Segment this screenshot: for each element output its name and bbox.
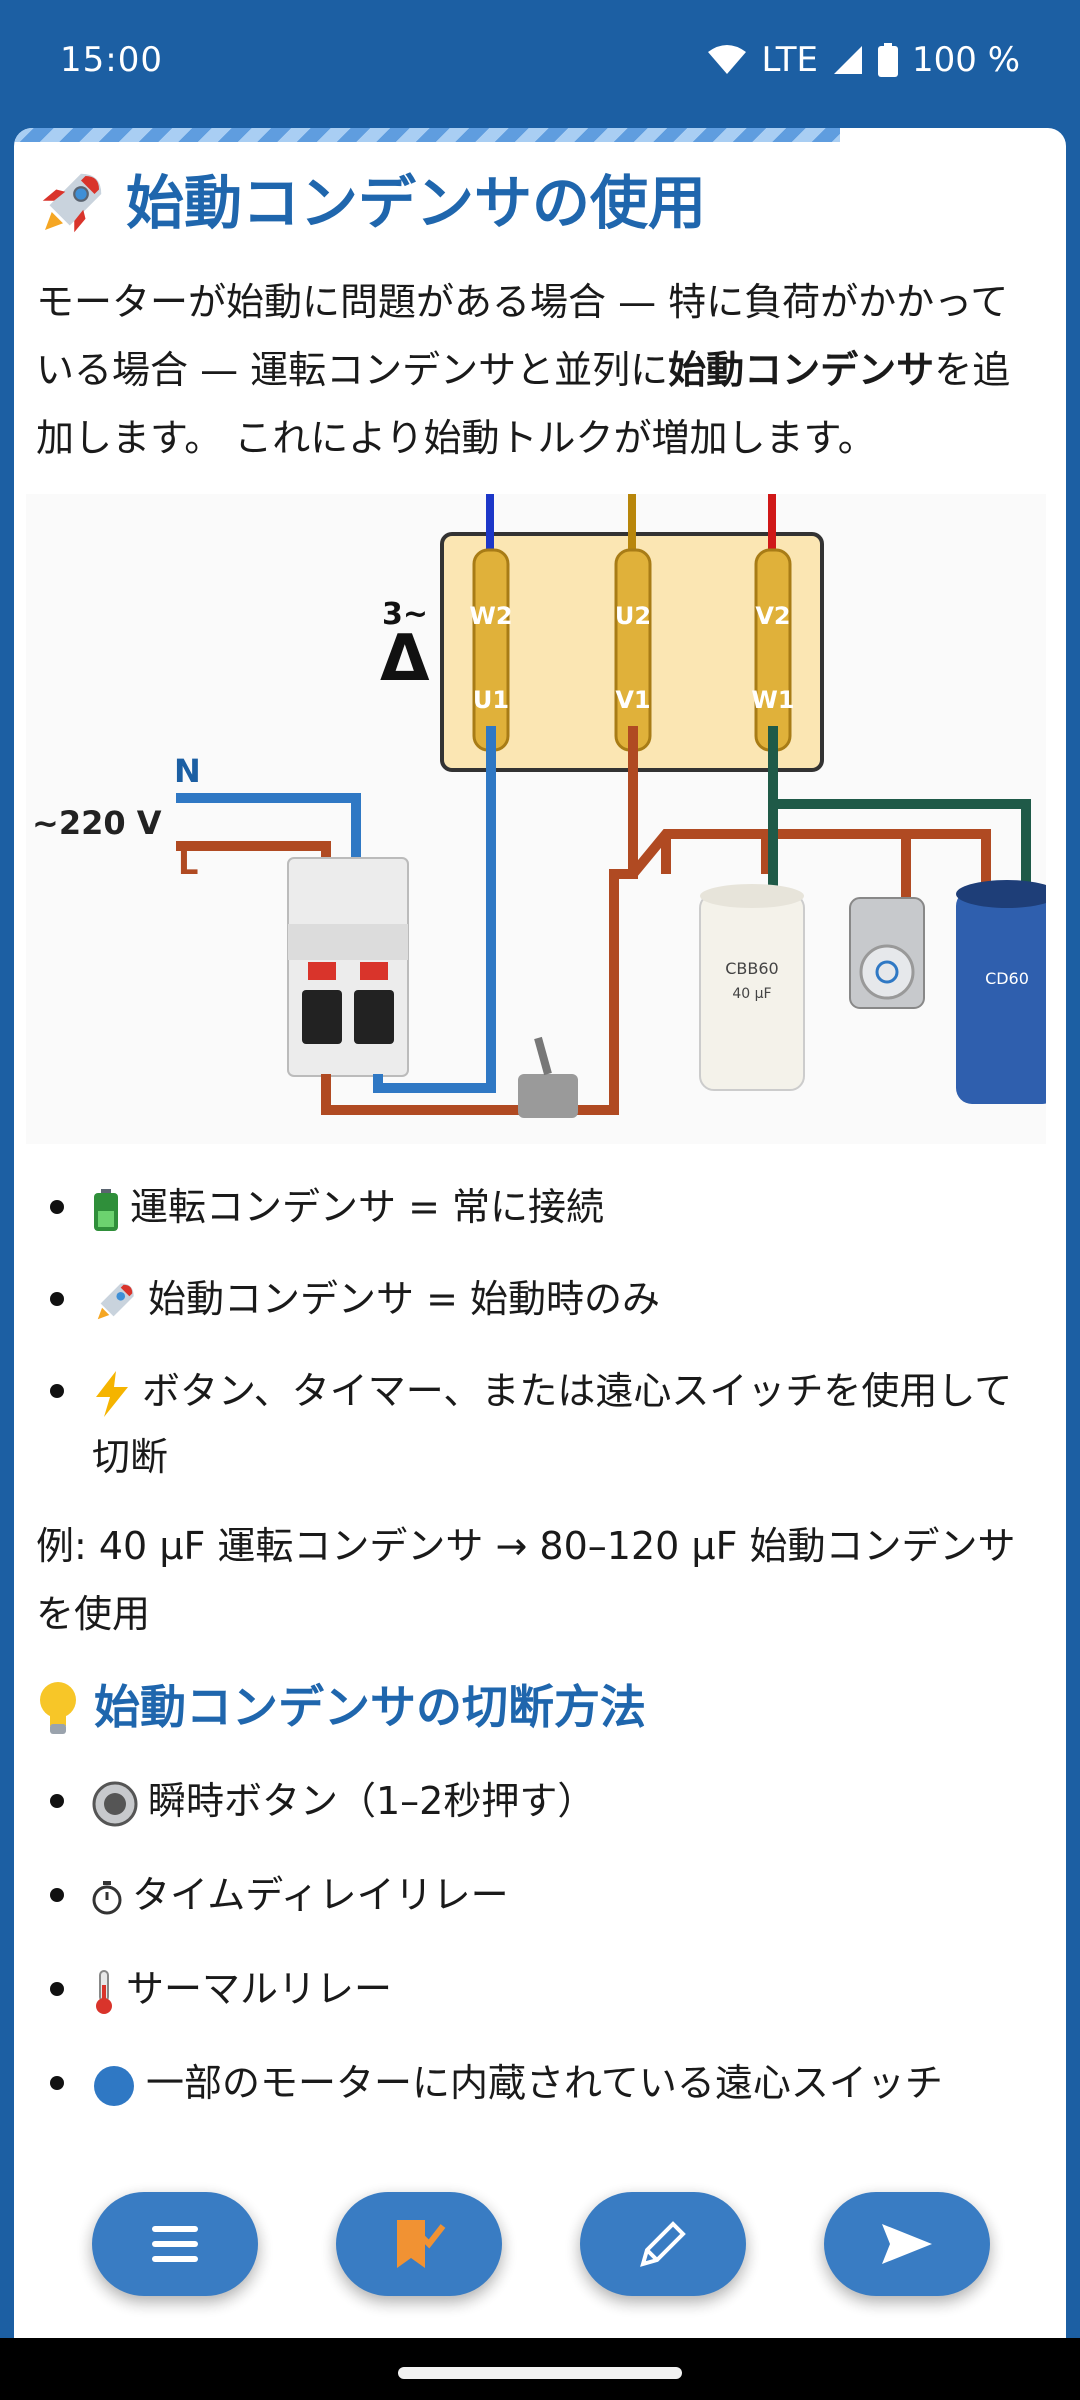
intro-text-2: を追加します。 これにより始動トルクが増加します。 [36,348,1011,461]
intro-bold-term: 始動コンデンサ [668,348,935,393]
heading-text: 始動コンデンサの使用 [126,169,707,237]
list-item: 瞬時ボタン（1–2秒押す） [36,1768,1036,1834]
neutral-label: N [174,752,201,790]
rocket-icon [42,173,102,233]
run-capacitor: CBB60 40 µF [699,884,805,1092]
bullet-text: サーマルリレー [126,1967,393,2012]
start-capacitor-model: CD60 [985,969,1029,988]
delta-superscript: 3~ [382,597,428,632]
terminal-v2: V2 [755,602,790,630]
bullet-text: 一部のモーターに内蔵されている遠心スイッチ [146,2061,943,2106]
battery-percent: 100 % [911,40,1020,80]
status-icons: LTE 100 % [707,40,1020,80]
rocket-icon [97,1283,134,1320]
run-capacitor-model: CBB60 [725,959,778,978]
line-label: L [178,844,198,882]
send-icon [882,2224,932,2264]
terminal-w1: W1 [751,686,794,714]
status-bar: 15:00 LTE 100 % [0,0,1080,126]
bookmark-icon [397,2220,446,2268]
terminal-v1: V1 [615,686,650,714]
voltage-label: ~220 V [32,804,162,842]
terminal-u2: U2 [615,602,651,630]
article-content: 始動コンデンサの使用 モーターが始動に問題がある場合 — 特に負荷がかかっている… [26,164,1058,2116]
stopwatch-icon [92,1880,122,1915]
menu-button[interactable] [92,2192,258,2296]
terminal-w2: W2 [469,602,512,630]
edit-button[interactable] [580,2192,746,2296]
menu-icon [152,2226,198,2262]
status-time: 15:00 [60,40,163,80]
heading-start-capacitor: 始動コンデンサの使用 [36,164,1036,242]
list-item: タイムディレイリレー [36,1862,1036,1928]
terminal-u1: U1 [473,686,509,714]
lightning-icon [96,1370,128,1417]
start-capacitor: CD60 [956,880,1058,1105]
battery-status-icon [877,43,898,77]
progress-stripe [14,128,840,142]
list-item: 一部のモーターに内蔵されている遠心スイッチ [36,2050,1036,2116]
thermometer-icon [96,1969,112,2014]
delta-symbol: Δ [380,622,430,696]
bullet-text: ボタン、タイマー、または遠心スイッチを使用して切断 [92,1369,1013,1480]
list-item: ボタン、タイマー、または遠心スイッチを使用して切断 [36,1358,1036,1490]
lightbulb-icon [40,1682,76,1735]
run-capacitor-rating: 40 µF [732,986,771,1002]
list-item: 運転コンデンサ = 常に接続 [36,1174,1036,1240]
network-type: LTE [761,40,818,80]
send-button[interactable] [824,2192,990,2296]
heading-disconnect-method: 始動コンデンサの切断方法 [36,1678,1036,1738]
home-gesture-handle[interactable] [398,2367,682,2379]
toggle-switch [518,1037,578,1119]
intro-text-1: モーターが始動に問題がある場合 — 特に負荷がかかっている場合 — 運転コンデン… [36,280,1009,393]
bullet-text: 瞬時ボタン（1–2秒押す） [148,1779,596,1824]
intro-paragraph: モーターが始動に問題がある場合 — 特に負荷がかかっている場合 — 運転コンデン… [36,268,1036,472]
pencil-icon [640,2221,686,2267]
list-item: サーマルリレー [36,1956,1036,2022]
signal-icon [833,46,862,74]
push-button [849,897,925,1010]
battery-icon [94,1188,118,1231]
wiring-diagram: W2 U2 V2 U1 V1 W1 3~ Δ ~220 V N L [26,494,1058,1145]
wiring-diagram-svg: W2 U2 V2 U1 V1 W1 3~ Δ ~220 V N L [26,494,1058,1145]
bookmark-button[interactable] [336,2192,502,2296]
disconnect-bullet-list: 瞬時ボタン（1–2秒押す） タイムディレイリレー サーマルリレー [36,1768,1036,2116]
bullet-text: タイムディレイリレー [132,1873,509,1918]
bullet-text: 運転コンデンサ = 常に接続 [130,1185,604,1230]
capacitor-bullet-list: 運転コンデンサ = 常に接続 始動コンデンサ = 始動時のみ ボタン、タイマー、… [36,1174,1036,1490]
bullet-text: 始動コンデンサ = 始動時のみ [148,1277,660,1322]
blue-circle-icon [94,2065,134,2106]
list-item: 始動コンデンサ = 始動時のみ [36,1266,1036,1332]
example-paragraph: 例: 40 µF 運転コンデンサ → 80–120 µF 始動コンデンサを使用 [36,1524,1016,1637]
heading-text: 始動コンデンサの切断方法 [94,1680,646,1735]
circuit-breaker [287,857,409,1078]
article-card: 始動コンデンサの使用 モーターが始動に問題がある場合 — 特に負荷がかかっている… [14,128,1066,2338]
radio-button-icon [92,1781,138,1827]
wifi-icon [708,45,747,74]
